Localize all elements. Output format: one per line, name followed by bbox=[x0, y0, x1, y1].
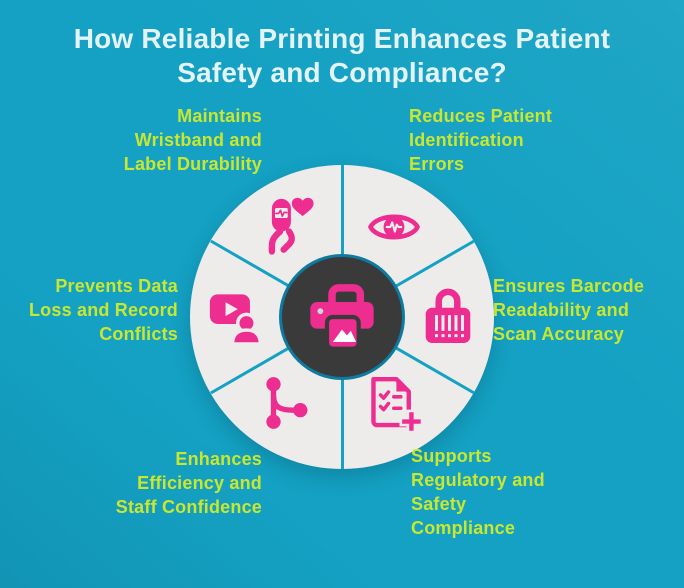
wristband-pulse-icon bbox=[261, 195, 319, 259]
branch-share-icon bbox=[261, 374, 311, 432]
label-maintains-durability: Maintains Wristband and Label Durability bbox=[123, 106, 262, 174]
page-title: How Reliable Printing Enhances Patient S… bbox=[73, 23, 611, 88]
label-prevents-data-loss: Prevents Data Loss and Record Conflicts bbox=[28, 276, 178, 344]
video-person-icon bbox=[208, 290, 264, 344]
checklist-plus-icon bbox=[362, 372, 422, 434]
label-reduces-id-errors: Reduces Patient Identification Errors bbox=[409, 106, 553, 174]
segment-wheel bbox=[190, 165, 494, 469]
printer-icon bbox=[310, 284, 374, 351]
label-enhances-efficiency: Enhances Efficiency and Staff Confidence bbox=[115, 449, 262, 517]
barcode-bag-icon bbox=[422, 286, 474, 348]
center-hub bbox=[279, 254, 405, 380]
label-supports-compliance: Supports Regulatory and Safety Complianc… bbox=[411, 446, 545, 538]
label-ensures-barcode: Ensures Barcode Readability and Scan Acc… bbox=[493, 276, 645, 344]
eye-pulse-icon bbox=[365, 205, 423, 249]
